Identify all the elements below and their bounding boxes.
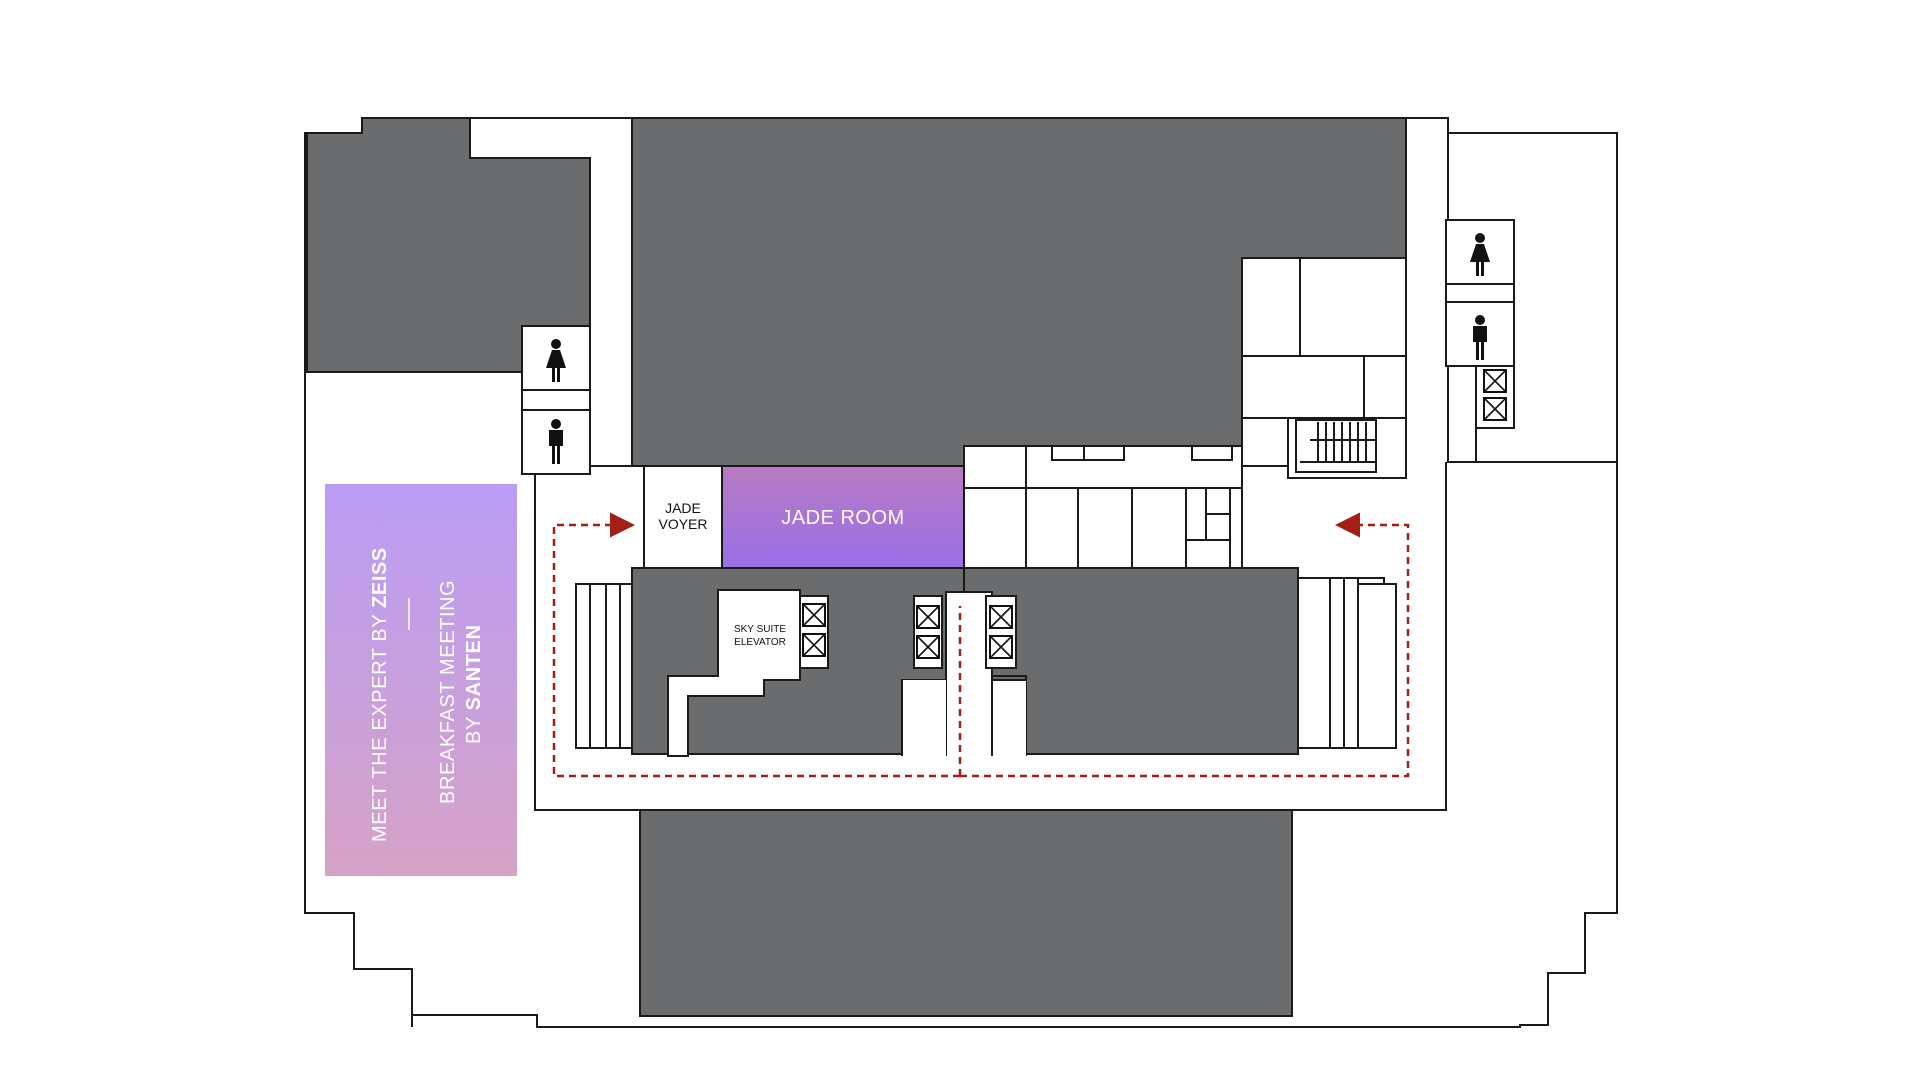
elevator-icon [989,605,1013,629]
promo-panel[interactable]: MEET THE EXPERT BY ZEISS BREAKFAST MEETI… [325,484,517,876]
elevator-icon [916,635,940,659]
center-corridor [946,592,992,756]
corridor-right-of-center-fill [993,681,1026,756]
restroom-column-right [1445,219,1515,429]
corridor-left-of-center-fill [903,680,946,756]
elevator-icon [802,633,826,657]
dark-block-bottom [639,809,1293,1017]
jade-voyer-label-line2: VOYER [658,516,707,532]
elevator-icon [802,603,826,627]
route-path-right [960,512,1410,778]
route-path-left [552,512,960,778]
escalator-right [1297,577,1397,749]
promo-line1: MEET THE EXPERT BY ZEISS [369,547,391,842]
promo-line2: BREAKFAST MEETING [437,580,459,804]
wall-upper-left-corridor [470,117,633,467]
jade-room[interactable]: JADE ROOM [721,465,965,569]
small-rooms-row [963,445,1243,569]
jade-room-label: JADE ROOM [781,507,904,529]
promo-line3: BY SANTEN [463,624,485,744]
escalator-left [575,583,633,749]
elevator-icon [1483,369,1507,393]
stairs-icon [1295,419,1377,473]
jade-voyer-room[interactable]: JADE VOYER [643,465,723,569]
elevator-icon [1483,397,1507,421]
restroom-column-left [521,325,591,475]
elevator-icon [916,605,940,629]
elevator-icon [989,635,1013,659]
jade-voyer-label-line1: JADE [665,500,701,516]
sky-suite-label-line2: ELEVATOR [734,637,786,648]
sky-suite-label-line1: SKY SUITE [734,624,786,635]
center-corridor-wall [945,591,993,756]
